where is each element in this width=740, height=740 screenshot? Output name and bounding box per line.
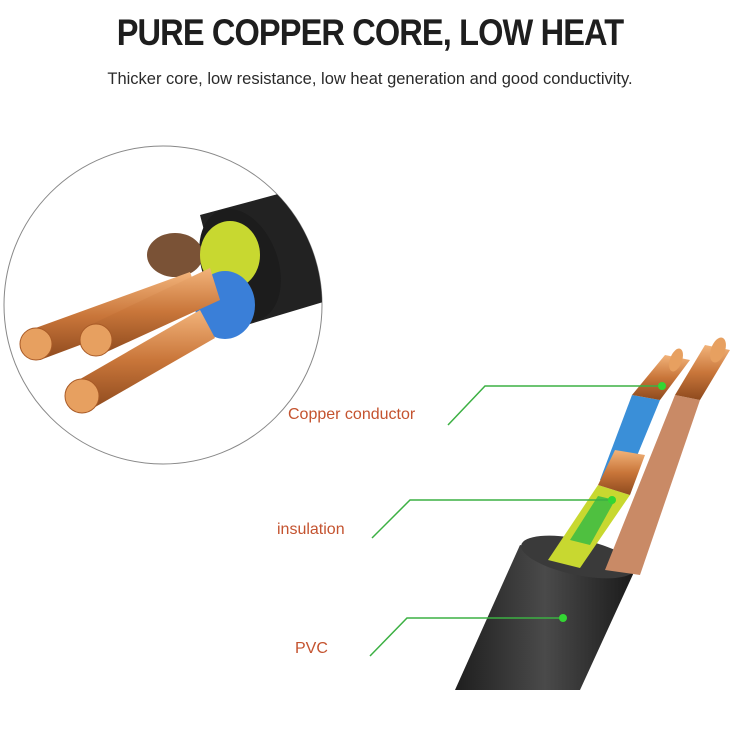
callout-dot-insulation (608, 496, 616, 504)
label-insulation: insulation (277, 521, 345, 538)
label-copper-conductor: Copper conductor (288, 406, 416, 423)
callout-line-pvc (369, 617, 563, 657)
callout-line-copper (447, 385, 662, 426)
callout-dot-copper (658, 382, 666, 390)
closeup-circle (3, 145, 323, 465)
label-pvc: PVC (295, 640, 328, 657)
page-title: PURE COPPER CORE, LOW HEAT (116, 12, 624, 53)
copper-strand-bundle (19, 268, 220, 414)
callout-line-insulation (371, 499, 612, 539)
page-subtitle: Thicker core, low resistance, low heat g… (107, 70, 633, 88)
callout-dot-pvc (559, 614, 567, 622)
cable (455, 337, 730, 690)
